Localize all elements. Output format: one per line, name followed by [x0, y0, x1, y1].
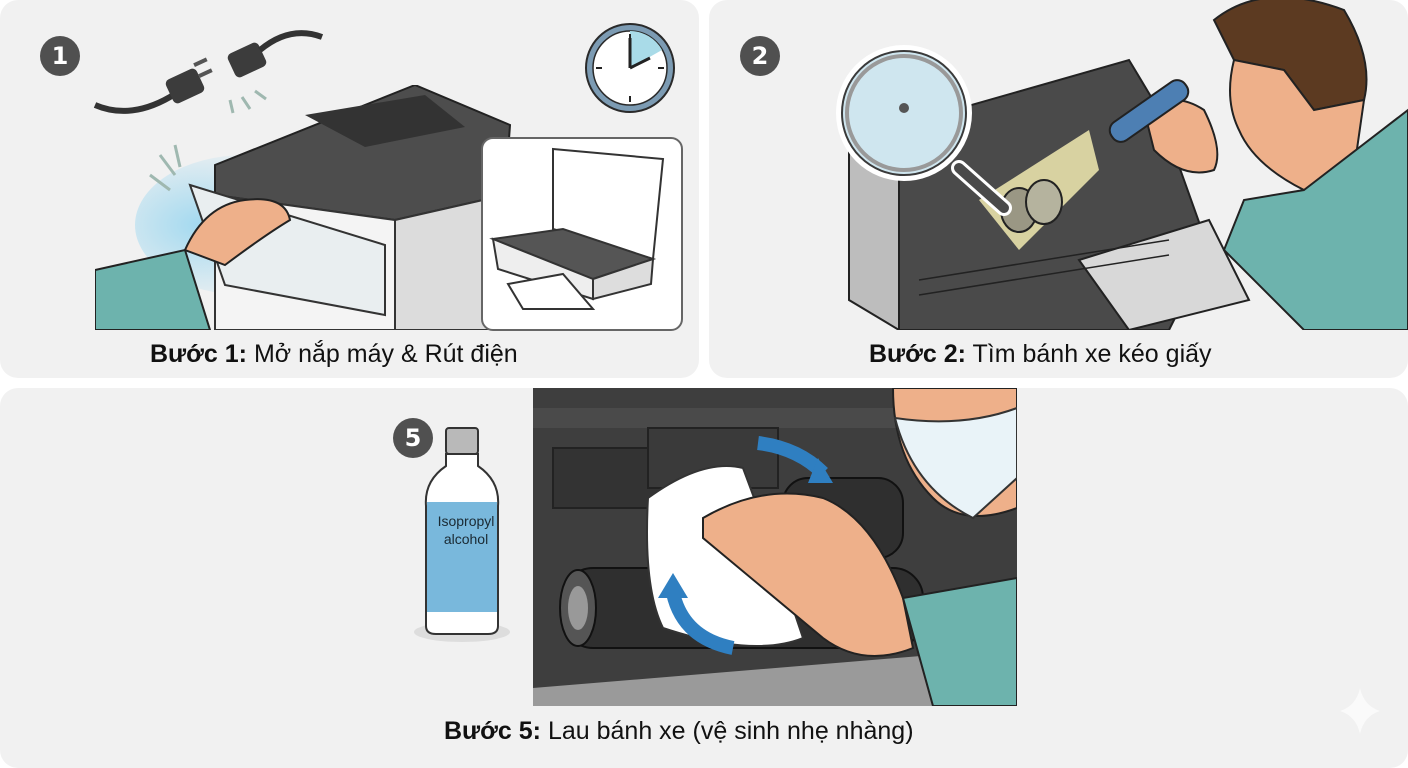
bottle-label-line-1: Isopropyl — [437, 513, 495, 529]
step-2-badge: 2 — [740, 36, 780, 76]
step-2-panel: 2 Bước 2: Tìm bánh xe kéo giấy — [709, 0, 1408, 378]
step-2-caption: Bước 2: Tìm bánh xe kéo giấy — [869, 340, 1212, 369]
bottle-label-line-2: alcohol — [443, 531, 489, 547]
magnifying-glass-icon — [836, 45, 1012, 216]
step-5-caption-text: Lau bánh xe (vệ sinh nhẹ nhàng) — [541, 717, 914, 745]
step-5-caption: Bước 5: Lau bánh xe (vệ sinh nhẹ nhàng) — [444, 717, 914, 746]
inkjet-printer-inset — [481, 137, 683, 331]
step-1-badge: 1 — [40, 36, 80, 76]
step-1-caption: Bước 1: Mở nắp máy & Rút điện — [150, 340, 518, 369]
sparkle-icon — [1340, 688, 1380, 734]
step-5-badge: 5 — [393, 418, 433, 458]
alcohol-bottle-icon — [414, 427, 510, 642]
step-1-panel: 1 — [0, 0, 699, 378]
power-plug-icon — [93, 30, 324, 114]
step-1-caption-label: Bước 1: — [150, 340, 248, 368]
laser-printer-illustration — [95, 85, 512, 330]
man-with-flashlight-illustration — [1108, 0, 1408, 330]
clock-icon — [585, 23, 675, 113]
step-5-panel: 5 Isopropyl alcohol Bước 5: Lau bánh xe … — [0, 388, 1408, 768]
step-5-caption-label: Bước 5: — [444, 717, 542, 745]
bottle-label: Isopropyl alcohol — [430, 512, 502, 548]
step-2-caption-label: Bước 2: — [869, 340, 967, 368]
step-2-caption-text: Tìm bánh xe kéo giấy — [966, 340, 1212, 368]
wiping-roller-illustration — [533, 388, 1017, 706]
step-1-caption-text: Mở nắp máy & Rút điện — [247, 340, 518, 368]
